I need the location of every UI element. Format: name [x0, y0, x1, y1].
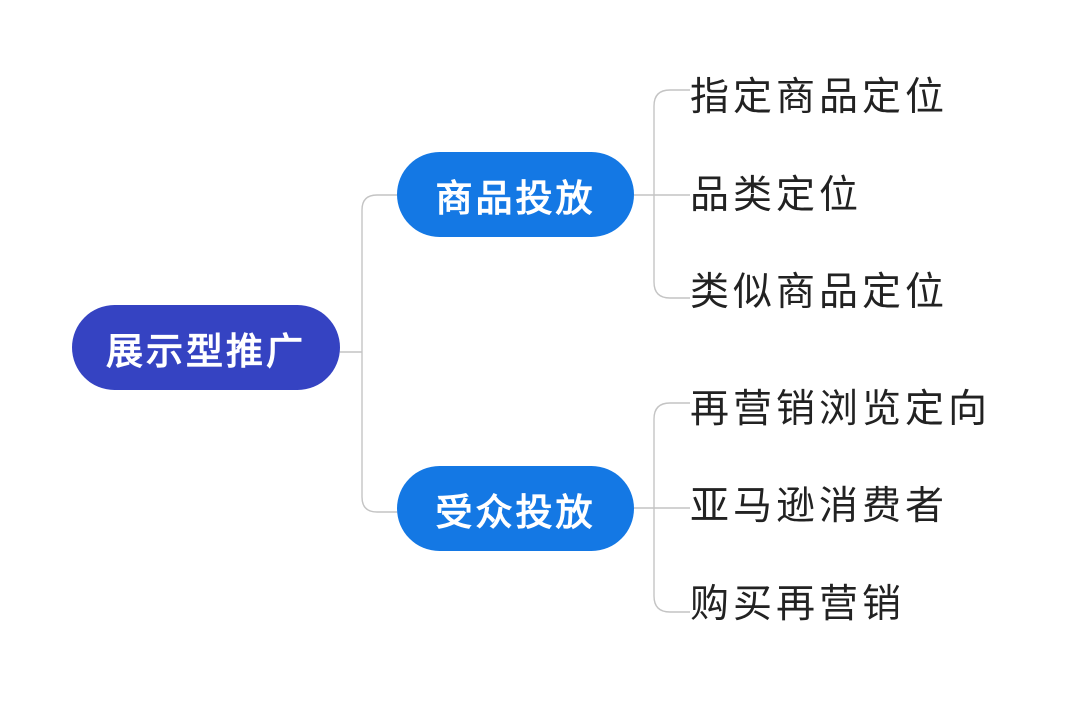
- connector-branch-1-leaf-3: [653, 195, 690, 299]
- branch-node-audience-targeting[interactable]: 受众投放: [397, 466, 634, 551]
- leaf-node[interactable]: 品类定位: [690, 173, 863, 218]
- leaf-node[interactable]: 购买再营销: [690, 582, 906, 627]
- connector-branch-2-leaf-3: [653, 508, 690, 613]
- root-node[interactable]: 展示型推广: [72, 305, 340, 390]
- leaf-node[interactable]: 类似商品定位: [690, 270, 949, 315]
- connector-root-branch-1: [361, 194, 397, 352]
- connector-branch-1-leaf-1: [653, 89, 690, 195]
- leaf-node[interactable]: 亚马逊消费者: [690, 484, 949, 529]
- branch-node-product-targeting[interactable]: 商品投放: [397, 152, 634, 237]
- leaf-node[interactable]: 再营销浏览定向: [690, 387, 992, 432]
- leaf-node[interactable]: 指定商品定位: [690, 75, 949, 120]
- connector-branch-2-leaf-1: [653, 402, 690, 508]
- connector-root-branch-2: [361, 352, 397, 513]
